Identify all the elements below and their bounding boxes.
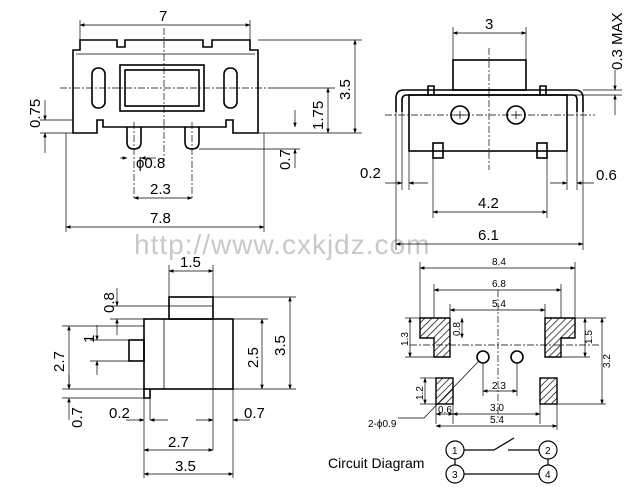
dim-side-actuator-height: 0.8 bbox=[101, 292, 118, 313]
dim-front-left-gap: 0.2 bbox=[360, 165, 381, 182]
dim-side-total-height: 3.5 bbox=[272, 335, 289, 356]
pin-1-label: 1 bbox=[452, 446, 458, 457]
dim-fp-mid: 6.8 bbox=[492, 279, 506, 290]
top-view: 7 3.5 1.75 0.75 0.7 ϕ0.8 2.3 7.8 bbox=[27, 8, 362, 232]
dim-front-total: 6.1 bbox=[478, 227, 499, 244]
dim-top-offset-right: 1.75 bbox=[310, 101, 327, 130]
circuit-title: Circuit Diagram bbox=[328, 455, 424, 471]
dim-top-pin-length: 0.7 bbox=[277, 149, 294, 170]
dim-side-body-width: 2.7 bbox=[168, 434, 189, 451]
dim-side-bump: 1 bbox=[81, 335, 98, 343]
dim-top-height: 3.5 bbox=[337, 79, 354, 100]
dim-fp-pad-width: 0.6 bbox=[438, 405, 452, 416]
dim-side-body-height: 2.5 bbox=[245, 347, 262, 368]
dim-top-pin-dia: ϕ0.8 bbox=[136, 155, 165, 172]
dim-top-pin-pitch: 2.3 bbox=[150, 181, 171, 198]
circuit-diagram: Circuit Diagram 1 2 3 4 bbox=[328, 437, 558, 484]
dim-side-total-width: 3.5 bbox=[175, 458, 196, 475]
front-view: 3 0.3 MAX 0.2 0.6 4.2 6.1 bbox=[360, 12, 626, 250]
dim-front-actuator-width: 3 bbox=[485, 16, 493, 33]
dim-top-width: 7 bbox=[159, 8, 167, 25]
dim-fp-outer: 8.4 bbox=[492, 257, 506, 268]
dim-side-gap-left: 0.2 bbox=[109, 405, 130, 422]
dim-fp-right-pad: 1.5 bbox=[584, 330, 595, 344]
footprint-view: 8.4 6.8 5.4 1.3 0.8 1.5 3.2 1.2 bbox=[368, 257, 613, 430]
dim-side-base: 0.7 bbox=[69, 407, 86, 428]
dim-front-right-gap: 0.6 bbox=[596, 167, 617, 184]
dim-fp-inner-top: 5.4 bbox=[492, 299, 506, 310]
dim-fp-pad-gap: 3.0 bbox=[490, 403, 504, 414]
pin-3-label: 3 bbox=[452, 470, 458, 481]
dim-fp-left-pad: 1.3 bbox=[400, 332, 411, 346]
dim-side-gap-right: 0.7 bbox=[244, 405, 265, 422]
side-view: 1.5 0.8 1 2.7 0.7 0.2 0.7 bbox=[51, 254, 296, 478]
dim-side-actuator-width: 1.5 bbox=[180, 254, 201, 271]
dim-fp-hole-pitch: 2.3 bbox=[492, 381, 506, 392]
dim-fp-inner-bottom: 5.4 bbox=[490, 415, 504, 426]
pin-4-label: 4 bbox=[545, 470, 551, 481]
dim-top-offset-left: 0.75 bbox=[27, 99, 44, 128]
dim-fp-pad-height: 1.2 bbox=[415, 386, 426, 400]
pin-2-label: 2 bbox=[545, 446, 551, 457]
dim-fp-height: 3.2 bbox=[602, 354, 613, 368]
watermark: http://www.cxkjdz.com bbox=[134, 229, 430, 260]
dim-front-leg-span: 4.2 bbox=[478, 195, 499, 212]
dim-fp-slot: 0.8 bbox=[452, 322, 463, 336]
dim-side-height-left: 2.7 bbox=[51, 351, 68, 372]
dim-fp-holes: 2-ϕ0.9 bbox=[368, 419, 397, 430]
dim-top-total-width: 7.8 bbox=[150, 210, 171, 227]
dim-front-actuator-height: 0.3 MAX bbox=[609, 12, 626, 70]
